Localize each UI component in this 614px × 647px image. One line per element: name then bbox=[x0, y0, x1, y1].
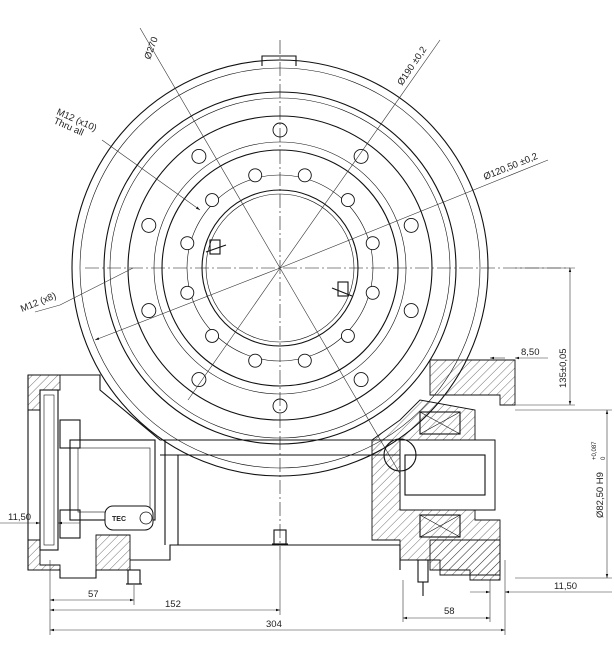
bolt-hole-inner bbox=[205, 328, 220, 343]
label-tol-lower: 0 bbox=[601, 456, 607, 460]
label-tol-upper: +0,087 bbox=[592, 441, 598, 460]
bolt-hole-outer bbox=[141, 217, 157, 233]
bolt-hole-inner bbox=[365, 285, 380, 300]
bolt-hole-outer bbox=[141, 303, 157, 319]
bolt-hole-outer bbox=[403, 303, 419, 319]
label-d8250: Ø82,50 H9 bbox=[595, 472, 606, 518]
bolt-hole-inner bbox=[205, 193, 220, 208]
bottom-nipple-left bbox=[126, 569, 142, 585]
label-d270: Ø270 bbox=[142, 35, 160, 61]
bolt-hole-outer bbox=[191, 148, 207, 164]
grease-nipple-2 bbox=[331, 281, 353, 297]
grease-nipple-1 bbox=[205, 239, 227, 255]
label-d1150-right: 11,50 bbox=[554, 581, 577, 592]
bolt-hole-inner bbox=[340, 328, 355, 343]
label-d1150-left: 11,50 bbox=[8, 512, 31, 523]
bolt-hole-outer bbox=[403, 217, 419, 233]
label-d190: Ø190 ±0,2 bbox=[395, 45, 429, 88]
bolt-hole-inner bbox=[248, 353, 263, 368]
bolt-hole-inner bbox=[248, 168, 263, 183]
bolt-hole-inner bbox=[180, 285, 195, 300]
bolt-hole-outer bbox=[353, 148, 369, 164]
bolt-hole-inner bbox=[365, 236, 380, 251]
bottom-nipple-center bbox=[272, 529, 288, 545]
bolt-hole-outer bbox=[353, 372, 369, 388]
center-lines bbox=[85, 40, 570, 560]
bolt-hole-inner bbox=[297, 353, 312, 368]
label-d135: 135±0,05 bbox=[558, 348, 569, 388]
logo-text: TEC bbox=[112, 516, 126, 523]
bolt-holes-inner bbox=[180, 168, 380, 368]
bolt-hole-outer bbox=[191, 372, 207, 388]
label-d304: 304 bbox=[266, 619, 282, 630]
worm-housing bbox=[27, 374, 420, 579]
dimension-lines bbox=[0, 267, 612, 635]
label-d58: 58 bbox=[444, 606, 455, 617]
bolt-hole-inner bbox=[340, 193, 355, 208]
label-d57: 57 bbox=[88, 589, 99, 600]
manufacturer-logo bbox=[104, 505, 154, 531]
bolt-hole-inner bbox=[180, 236, 195, 251]
right-section-hatched bbox=[371, 359, 516, 596]
bolt-holes-outer bbox=[141, 122, 419, 414]
bolt-hole-inner bbox=[297, 168, 312, 183]
label-d152: 152 bbox=[165, 599, 181, 610]
label-d850: 8,50 bbox=[521, 347, 540, 358]
left-section-hatched bbox=[27, 374, 131, 571]
